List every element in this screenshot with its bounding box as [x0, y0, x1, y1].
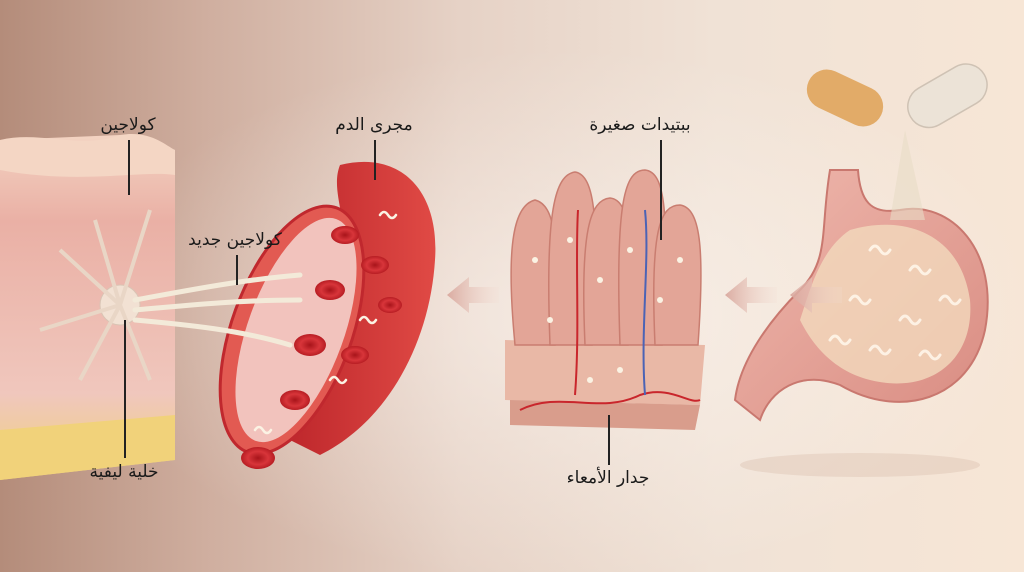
powder-stream — [890, 130, 925, 220]
arrows-stomach-to-intestine — [725, 277, 842, 313]
arrow-left-icon — [447, 277, 499, 313]
skin-block — [0, 135, 175, 480]
capsule-icon — [806, 63, 988, 220]
intestine-stage — [505, 169, 705, 430]
new-collagen-fibers — [132, 272, 303, 348]
vein — [642, 209, 648, 396]
villi — [510, 169, 702, 346]
skin-stage — [0, 133, 303, 480]
vessel-lumen — [235, 217, 357, 443]
peptide-dots — [532, 237, 683, 383]
epidermis — [0, 133, 175, 177]
label-fibroblast: خلية ليفية — [89, 462, 159, 482]
stomach-shadow — [740, 453, 980, 477]
escaping-red-blood-cell — [241, 447, 275, 469]
leader-line-collagen — [128, 140, 130, 195]
intestinal-wall-layer — [510, 400, 700, 430]
label-new-collagen: كولاجين جديد — [188, 230, 282, 250]
fat-layer — [0, 415, 175, 480]
leader-line-small-peptides — [660, 140, 662, 240]
label-collagen: كولاجين — [100, 115, 156, 135]
arrow-left-icon — [725, 277, 777, 313]
stomach-stage — [733, 63, 989, 477]
peptide-fragments — [828, 244, 962, 361]
leader-line-bloodstream — [374, 140, 376, 180]
label-intestinal-wall: جدار الأمعاء — [566, 468, 650, 488]
arrow-left-icon — [790, 277, 842, 313]
intestinal-base — [505, 340, 705, 405]
leader-line-intestinal-wall — [608, 415, 610, 465]
label-bloodstream: مجرى الدم — [335, 115, 413, 135]
red-blood-cells — [241, 226, 402, 469]
capillaries — [519, 209, 701, 411]
label-small-peptides: ببتيدات صغيرة — [589, 115, 691, 135]
leader-line-new-collagen — [236, 255, 238, 285]
bloodstream-stage — [218, 161, 436, 469]
fibroblast-icon — [39, 209, 152, 381]
blood-peptides — [253, 210, 398, 435]
leader-line-fibroblast — [124, 320, 126, 458]
